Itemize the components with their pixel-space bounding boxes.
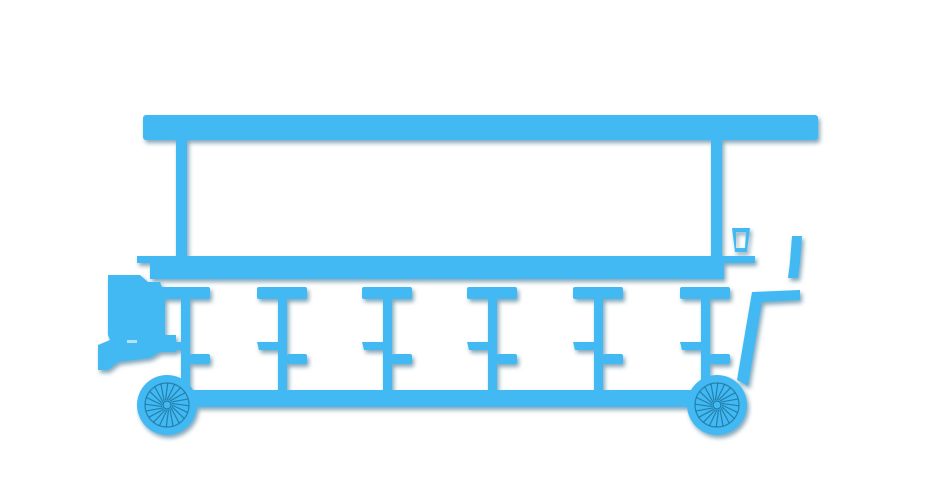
handlebar-grip bbox=[788, 236, 802, 278]
spoke bbox=[718, 387, 731, 401]
spoke bbox=[721, 406, 735, 419]
spoke bbox=[720, 398, 739, 403]
crank-arm bbox=[495, 355, 501, 360]
spoke bbox=[145, 407, 164, 412]
spoke bbox=[170, 407, 180, 424]
spoke bbox=[704, 386, 714, 403]
steering-column bbox=[737, 290, 800, 386]
stool-seat bbox=[160, 287, 210, 299]
bar-stool bbox=[160, 287, 210, 391]
roof-post-left bbox=[176, 140, 187, 258]
bar-counter bbox=[137, 256, 755, 279]
stool-seat bbox=[573, 287, 623, 299]
stool-post bbox=[701, 299, 710, 391]
stool-seat bbox=[257, 287, 307, 299]
pedal-right bbox=[392, 354, 412, 364]
pedal-right bbox=[287, 354, 307, 364]
stool-seat bbox=[362, 287, 412, 299]
pedal-left bbox=[362, 342, 383, 350]
seat-row bbox=[160, 287, 730, 391]
spoke bbox=[168, 387, 181, 401]
spoke bbox=[169, 392, 186, 402]
spoke bbox=[166, 384, 176, 401]
pedal-left bbox=[680, 342, 701, 350]
pedal-left bbox=[467, 342, 488, 350]
front-wheel bbox=[137, 375, 197, 435]
spoke bbox=[164, 382, 169, 401]
spoke bbox=[170, 398, 189, 403]
hub bbox=[712, 400, 722, 410]
spoke bbox=[171, 402, 190, 407]
spoke bbox=[144, 403, 163, 408]
roof-post-right bbox=[711, 140, 722, 258]
spoke bbox=[154, 386, 164, 403]
crank-arm bbox=[188, 355, 194, 360]
crank-arm bbox=[708, 355, 714, 360]
rim bbox=[144, 382, 190, 428]
bar-stool bbox=[680, 287, 730, 391]
roof-canopy bbox=[143, 115, 818, 140]
hub bbox=[162, 400, 172, 410]
crank-arm bbox=[601, 355, 607, 360]
rear-wheel bbox=[687, 375, 747, 435]
spoke bbox=[165, 409, 170, 428]
pedal-left bbox=[160, 342, 181, 350]
spoke bbox=[719, 392, 736, 402]
spoke bbox=[699, 391, 713, 404]
pedal-left bbox=[573, 342, 594, 350]
bar-stool bbox=[362, 287, 412, 391]
stool-post bbox=[181, 299, 190, 391]
spoke bbox=[703, 409, 716, 423]
stool-seat bbox=[680, 287, 730, 299]
rim bbox=[694, 382, 740, 428]
bar-stool bbox=[573, 287, 623, 391]
spoke bbox=[158, 409, 168, 426]
bar-stool bbox=[467, 287, 517, 391]
stool-post bbox=[278, 299, 287, 391]
stool-post bbox=[383, 299, 392, 391]
spoke bbox=[720, 407, 730, 424]
spoke bbox=[719, 408, 724, 427]
spoke bbox=[721, 404, 738, 414]
spoke bbox=[169, 408, 174, 427]
spoke bbox=[714, 382, 719, 401]
spoke bbox=[696, 396, 713, 406]
stool-seat bbox=[467, 287, 517, 299]
wheels bbox=[137, 375, 747, 435]
spoke bbox=[171, 404, 188, 414]
spoke bbox=[715, 409, 720, 428]
spoke bbox=[146, 396, 163, 406]
crank-arm bbox=[285, 355, 291, 360]
glass-icon bbox=[732, 228, 750, 252]
spoke bbox=[694, 403, 713, 408]
bar-stool bbox=[257, 287, 307, 391]
spoke bbox=[160, 383, 165, 402]
engine-detail bbox=[127, 340, 137, 343]
stool-post bbox=[488, 299, 497, 391]
pedal-right bbox=[497, 354, 517, 364]
pedal-right bbox=[710, 354, 730, 364]
crank-arm bbox=[390, 355, 396, 360]
stool-post bbox=[594, 299, 603, 391]
spoke bbox=[153, 409, 166, 423]
spoke bbox=[716, 384, 726, 401]
spoke bbox=[708, 409, 718, 426]
pedal-left bbox=[257, 342, 278, 350]
spoke bbox=[695, 407, 714, 412]
spoke bbox=[171, 406, 185, 419]
spoke bbox=[710, 383, 715, 402]
spoke bbox=[721, 402, 740, 407]
engine-box bbox=[98, 275, 176, 370]
spoke bbox=[148, 408, 165, 418]
pedal-right bbox=[190, 354, 210, 364]
spoke bbox=[149, 391, 163, 404]
pedal-right bbox=[603, 354, 623, 364]
chassis-frame bbox=[190, 390, 695, 407]
spoke bbox=[698, 408, 715, 418]
